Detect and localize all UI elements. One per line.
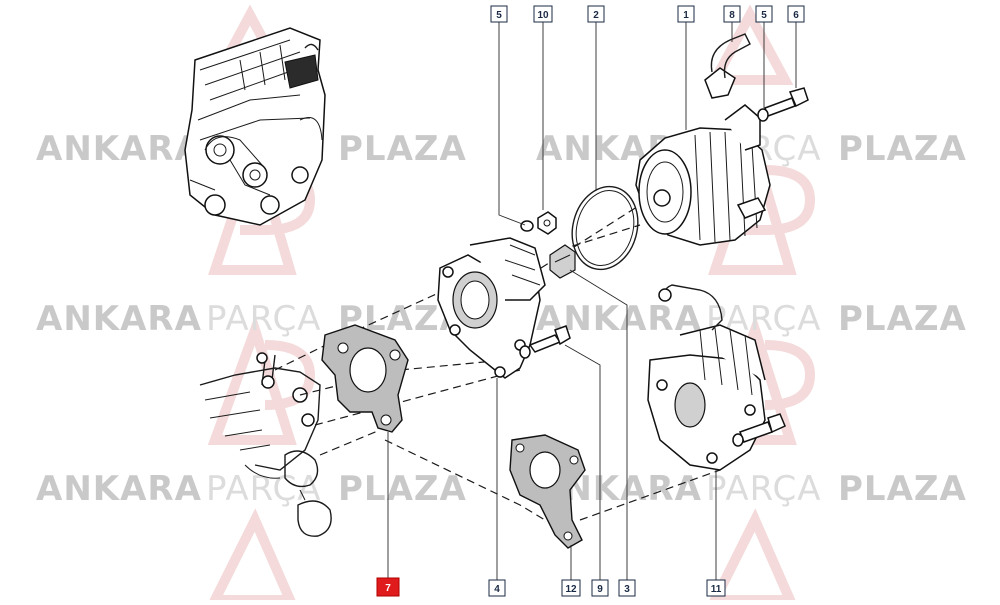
o-ring-part-2: [571, 185, 639, 271]
svg-text:12: 12: [565, 584, 577, 595]
callout-7-highlighted: 7: [376, 577, 400, 597]
washer-part-5b: [757, 108, 769, 122]
vacuum-pump-part-11: [647, 284, 786, 471]
callout-4: 4: [488, 579, 506, 597]
engine-block-fragment: [199, 352, 332, 537]
callout-2: 2: [587, 5, 605, 23]
washer-part-5: [520, 220, 534, 232]
svg-text:10: 10: [537, 10, 549, 21]
watermark-word-ankara: ANKARA: [36, 469, 202, 509]
svg-text:4: 4: [494, 584, 500, 595]
callout-5-top: 5: [490, 5, 508, 23]
callout-12: 12: [561, 579, 581, 597]
watermark-word-ankara: ANKARA: [36, 129, 202, 169]
watermark-word-plaza: PLAZA: [838, 469, 967, 509]
callout-9: 9: [591, 579, 609, 597]
adapter-flange-part-4: [437, 237, 546, 379]
watermark-word-plaza: PLAZA: [838, 299, 967, 339]
callout-6: 6: [787, 5, 805, 23]
svg-text:5: 5: [496, 10, 502, 21]
callouts: 5 10 2 1 8 5 6 7: [376, 5, 805, 597]
svg-text:6: 6: [793, 10, 799, 21]
callout-3: 3: [618, 579, 636, 597]
bolt-part-11: [732, 413, 786, 447]
leader-lines: [387, 22, 797, 580]
small-parts: [519, 185, 639, 359]
svg-text:8: 8: [729, 10, 735, 21]
watermark-word-parca: PARÇA: [706, 469, 822, 509]
watermark-word-plaza: PLAZA: [838, 129, 967, 169]
callout-1: 1: [677, 5, 695, 23]
svg-text:7: 7: [385, 583, 391, 594]
watermark-word-parca: PARÇA: [206, 469, 322, 509]
callout-5-right: 5: [755, 5, 773, 23]
engine-overview: [184, 27, 326, 226]
callout-10: 10: [533, 5, 553, 23]
svg-text:2: 2: [593, 10, 599, 21]
coupling-part-3: [549, 244, 576, 279]
svg-text:3: 3: [624, 584, 630, 595]
gasket-part-12: [509, 434, 586, 549]
bolt-part-9: [519, 325, 571, 359]
callout-8: 8: [723, 5, 741, 23]
gasket-part-7: [321, 324, 409, 433]
svg-text:5: 5: [761, 10, 767, 21]
watermark-word-ankara: ANKARA: [36, 299, 202, 339]
watermark-word-parca: PARÇA: [206, 299, 322, 339]
svg-text:1: 1: [683, 10, 689, 21]
watermark-word-plaza: PLAZA: [338, 129, 467, 169]
vacuum-pump-part-1: [635, 33, 771, 246]
bolt-part-6: [757, 87, 809, 122]
svg-text:11: 11: [711, 584, 722, 595]
watermark-word-plaza: PLAZA: [338, 469, 467, 509]
svg-text:9: 9: [597, 584, 603, 595]
callout-11: 11: [706, 579, 726, 597]
